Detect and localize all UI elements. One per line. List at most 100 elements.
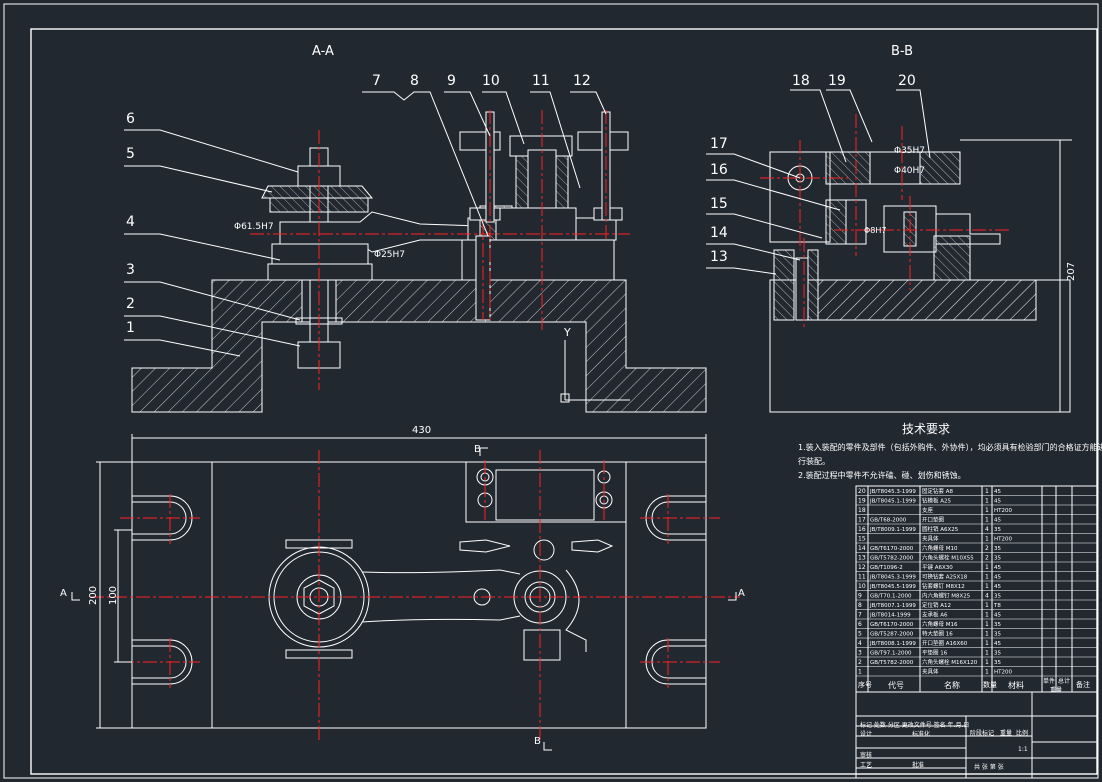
- bom-cell-material: 35: [994, 622, 1001, 628]
- bom-cell-name: 平键 A6X30: [922, 563, 953, 571]
- title-block-std: 标准化: [912, 731, 931, 738]
- bom-cell-qty: 1: [985, 669, 989, 676]
- bom-cell-seq: 16: [858, 526, 866, 533]
- bom-header-material: 材料: [1008, 681, 1024, 690]
- balloon-6: 6: [126, 111, 135, 127]
- balloon-7: 7: [372, 73, 381, 89]
- bom-cell-seq: 19: [858, 498, 866, 505]
- bom-header-weight: 重量: [1050, 687, 1063, 694]
- section-aa-title: A-A: [312, 44, 334, 59]
- bom-cell-material: HT200: [994, 508, 1012, 514]
- bom-cell-qty: 4: [985, 526, 989, 533]
- bom-cell-code: JB/T8045.3-1999: [869, 489, 916, 495]
- bom-cell-code: JB/T8009.1-1999: [869, 527, 916, 533]
- axis-y-label: Y: [564, 326, 571, 339]
- bom-cell-seq: 2: [858, 659, 862, 666]
- bom-cell-qty: 1: [985, 631, 989, 638]
- bom-cell-material: HT200: [994, 537, 1012, 543]
- bom-cell-name: 定位销 A12: [922, 601, 951, 609]
- plan-centerlines: [90, 450, 740, 740]
- bom-cell-material: 45: [994, 499, 1001, 505]
- balloon-8: 8: [410, 73, 419, 89]
- bom-cell-seq: 7: [858, 612, 862, 619]
- bom-cell-seq: 4: [858, 640, 862, 647]
- bom-cell-material: 35: [994, 556, 1001, 562]
- bom-cell-seq: 12: [858, 564, 866, 571]
- bom-cell-seq: 1: [858, 669, 862, 676]
- bom-cell-qty: 2: [985, 555, 989, 562]
- bom-cell-code: GB/T5782-2000: [870, 660, 914, 666]
- bom-cell-qty: 1: [985, 488, 989, 495]
- bom-cell-material: 35: [994, 651, 1001, 657]
- balloon-18: 18: [792, 73, 810, 89]
- bom-cell-name: 支承板 A6: [922, 611, 948, 619]
- bom-header-seq: 序号: [858, 681, 872, 689]
- bom-cell-seq: 8: [858, 602, 862, 609]
- bom-cell-code: GB/T6170-2000: [870, 622, 914, 628]
- dim-200: 200: [88, 585, 100, 606]
- bom-cell-material: 45: [994, 575, 1001, 581]
- plan-dimensions: [71, 434, 737, 751]
- bom-cell-qty: 1: [985, 517, 989, 524]
- bom-cell-name: 六角螺母 M10: [922, 544, 958, 552]
- section-mark-a-left: A: [60, 588, 67, 599]
- section-mark-b-top: B: [474, 444, 481, 455]
- bom-header-code: 代号: [888, 681, 904, 690]
- balloon-19: 19: [828, 73, 846, 89]
- bom-cell-name: 固定钻套 A8: [922, 487, 954, 495]
- dim-430: 430: [412, 425, 432, 436]
- balloon-9: 9: [447, 73, 456, 89]
- bom-cell-material: 35: [994, 594, 1001, 600]
- bom-cell-name: 圆柱销 A6X25: [922, 525, 959, 533]
- bom-cell-material: 45: [994, 565, 1001, 571]
- dim-100: 100: [108, 585, 120, 606]
- bom-cell-qty: 1: [985, 536, 989, 543]
- bom-cell-name: 钻套螺钉 M8X12: [922, 582, 965, 590]
- bom-cell-material: 45: [994, 518, 1001, 524]
- bom-header-total: 总计: [1058, 678, 1071, 685]
- bom-cell-name: 开口垫圈 A16X60: [922, 639, 968, 647]
- fit-dim-4: Φ40H7: [894, 166, 926, 176]
- bom-cell-name: 钻模板 A25: [922, 497, 952, 505]
- balloon-13: 13: [710, 249, 728, 265]
- bom-cell-material: 45: [994, 613, 1001, 619]
- bom-row-lines: [856, 495, 1098, 677]
- bom-cell-material: 35: [994, 527, 1001, 533]
- balloon-15: 15: [710, 196, 728, 212]
- fit-dim-5: Φ8H7: [864, 226, 887, 235]
- bom-cell-material: 35: [994, 660, 1001, 666]
- title-block-row1: 标记 处数 分区 更改文件号 签名 年.月.日: [860, 722, 970, 729]
- bom-cell-name: 平垫圈 16: [922, 649, 948, 657]
- bom-cell-qty: 1: [985, 659, 989, 666]
- bom-cell-seq: 11: [858, 574, 866, 581]
- bom-cell-seq: 6: [858, 621, 862, 628]
- bom-cell-qty: 1: [985, 621, 989, 628]
- tech-req-line-3: 2.装配过程中零件不允许磕、碰、划伤和锈蚀。: [798, 471, 966, 480]
- title-block-design: 设计: [860, 731, 873, 738]
- balloon-12: 12: [573, 73, 591, 89]
- section-mark-a-right: A: [738, 588, 745, 599]
- bom-header-qty: 数量: [983, 681, 997, 689]
- title-block-scale-value: 1:1: [1018, 746, 1028, 753]
- bom-cell-code: JB/T8045.5-1999: [869, 584, 916, 590]
- balloon-5: 5: [126, 146, 135, 162]
- section-aa-centerlines: [250, 110, 630, 390]
- title-block-weight: 重量: [1000, 730, 1013, 737]
- bom-cell-qty: 1: [985, 612, 989, 619]
- bom-cell-code: GB/T5287-2000: [870, 632, 914, 638]
- bom-table: [855, 485, 1099, 779]
- bom-cell-name: 可换钻套 A25X18: [922, 573, 968, 581]
- bom-cell-qty: 1: [985, 498, 989, 505]
- tech-req-line-1: 1.装入装配的零件及部件（包括外购件、外协件），均必须具有检验部门的合格证方能进: [798, 443, 1102, 452]
- balloon-1: 1: [126, 320, 135, 336]
- dim-207: 207: [1066, 261, 1078, 282]
- bom-cell-name: 六角头螺栓 M10X55: [922, 554, 974, 562]
- bom-cell-code: GB/T6170-2000: [870, 546, 914, 552]
- bom-cell-qty: 1: [985, 564, 989, 571]
- bom-cell-seq: 10: [858, 583, 866, 590]
- bom-cell-material: HT200: [994, 670, 1012, 676]
- bom-cell-qty: 1: [985, 602, 989, 609]
- bom-cell-code: JB/T8014-1999: [869, 613, 911, 619]
